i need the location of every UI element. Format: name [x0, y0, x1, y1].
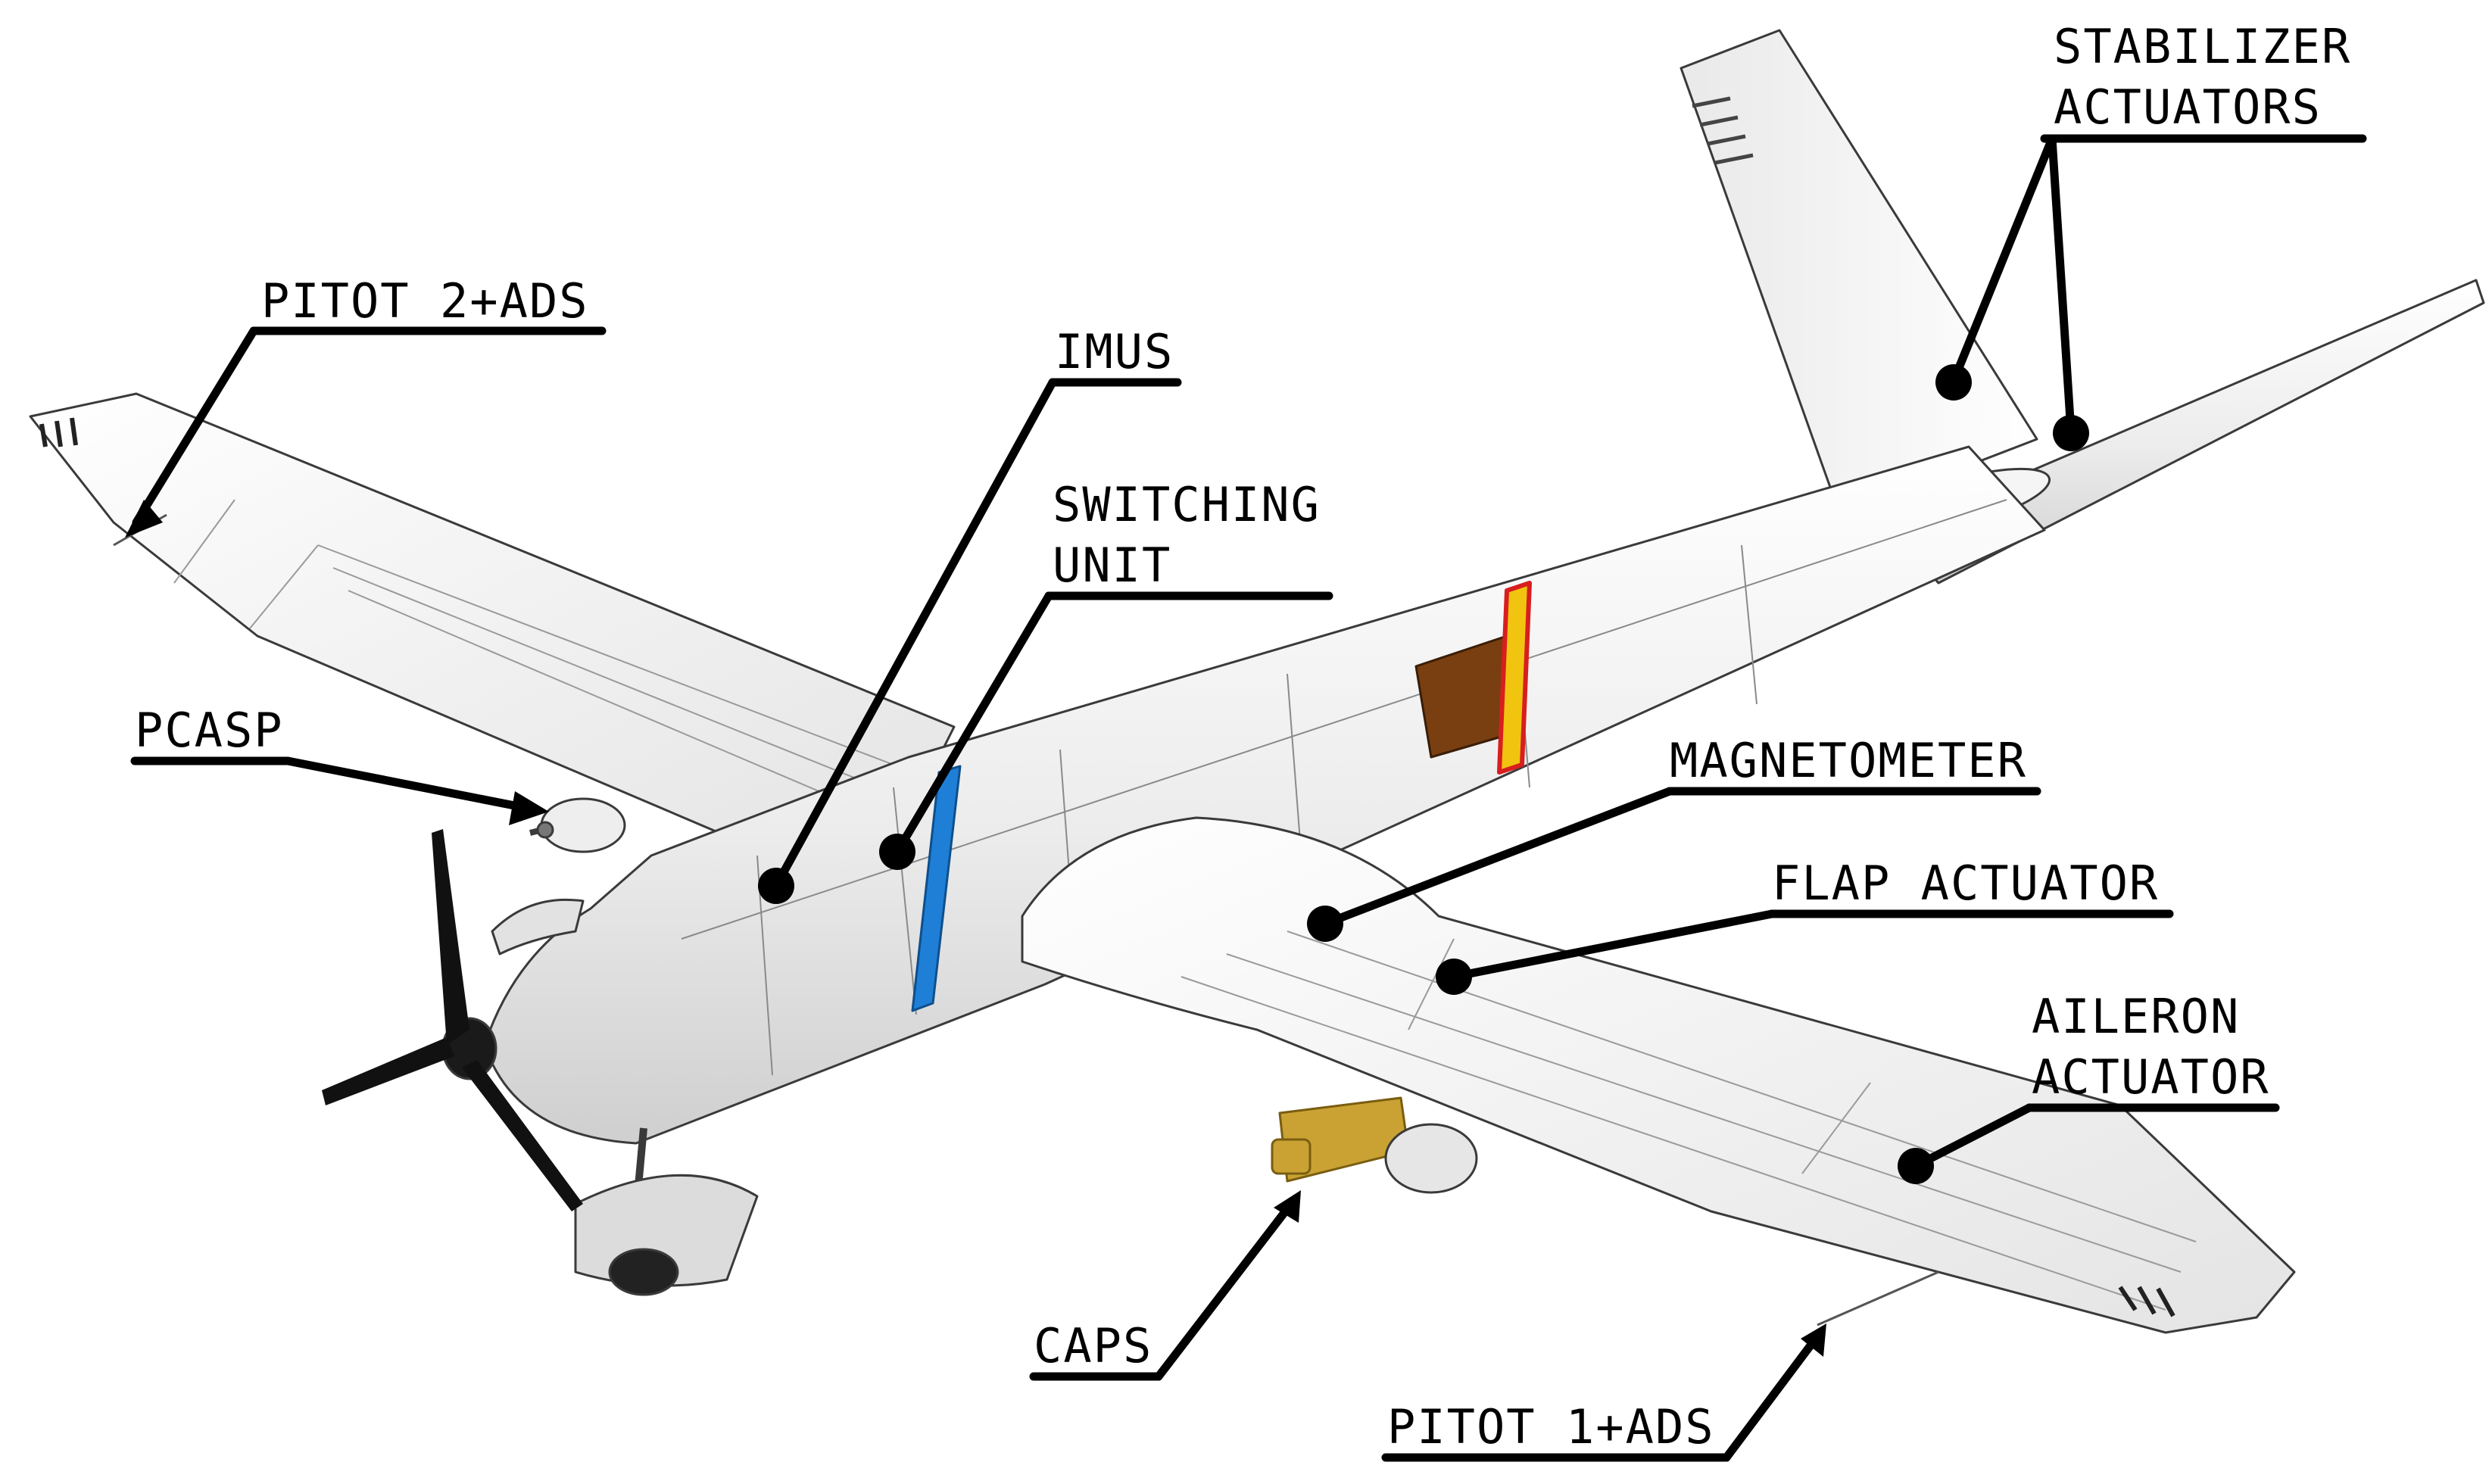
magnetometer-dot [1307, 906, 1343, 942]
caps-pod [1384, 1123, 1478, 1194]
stabilizer-dot-b [2053, 415, 2089, 451]
pcasp-leader [283, 756, 542, 815]
caps-arrowhead [1274, 1190, 1301, 1223]
label-aileron-actuator-line2: ACTUATOR [2032, 1049, 2270, 1105]
label-switching-unit-line1: SWITCHING [1053, 477, 1321, 532]
flap-dot [1436, 959, 1472, 995]
label-pitot-2-ads: PITOT 2+ADS [261, 273, 589, 329]
switching-dot [879, 834, 915, 870]
label-switching-unit-line2: UNIT [1053, 538, 1172, 593]
propeller [322, 829, 583, 1211]
aileron-leader [1911, 1103, 2034, 1171]
stabilizer-leader-b [2048, 134, 2076, 436]
canopy-intake [491, 898, 585, 956]
fuselage [483, 445, 2046, 1145]
callout-dots [758, 364, 2089, 1184]
aileron-dot [1898, 1148, 1934, 1184]
stabilizer-leader-a [1949, 134, 2057, 385]
label-pcasp: PCASP [135, 703, 284, 758]
label-stabilizer-actuators-line1: STABILIZER [2054, 19, 2352, 74]
right-wing-vortex-generators [2118, 1286, 2175, 1317]
caps-leader [1154, 1199, 1296, 1381]
label-pitot-1-ads: PITOT 1+ADS [1387, 1399, 1715, 1454]
left-wing-vortex-generators [39, 417, 78, 447]
nose-gear [574, 1127, 759, 1296]
aircraft [29, 29, 2485, 1334]
label-stabilizer-actuators-line2: ACTUATORS [2054, 80, 2322, 135]
vertical-stabilizer [1680, 29, 2038, 516]
pitot1-arrowhead [1801, 1323, 1826, 1357]
pitot2-arrowhead [125, 500, 163, 538]
flap-leader [1449, 909, 1776, 981]
callout-arrowheads [125, 500, 1826, 1357]
pcasp-probe [529, 797, 626, 853]
red-yellow-band [1497, 581, 1532, 775]
imus-leader [772, 378, 1057, 890]
switching-leader [893, 591, 1053, 856]
label-caps: CAPS [1034, 1318, 1153, 1373]
stabilizer-dot-a [1935, 364, 1972, 401]
label-flap-actuator: FLAP ACTUATOR [1772, 856, 2160, 911]
blue-band [911, 765, 962, 1012]
label-magnetometer: MAGNETOMETER [1670, 733, 2027, 788]
label-imus: IMUS [1055, 324, 1174, 379]
stabilizer-slots [1692, 96, 1754, 165]
pitot-1-tube [1817, 1270, 1939, 1327]
callout-lines [130, 134, 2367, 1462]
left-wing-panel-lines [173, 499, 894, 811]
pcasp-arrowhead [509, 791, 549, 825]
magnetometer-leader [1321, 787, 1674, 928]
pitot2-leader [132, 326, 258, 527]
pitot1-leader [1722, 1332, 1822, 1462]
label-aileron-actuator-line1: AILERON [2032, 989, 2241, 1044]
imus-dot [758, 868, 794, 904]
